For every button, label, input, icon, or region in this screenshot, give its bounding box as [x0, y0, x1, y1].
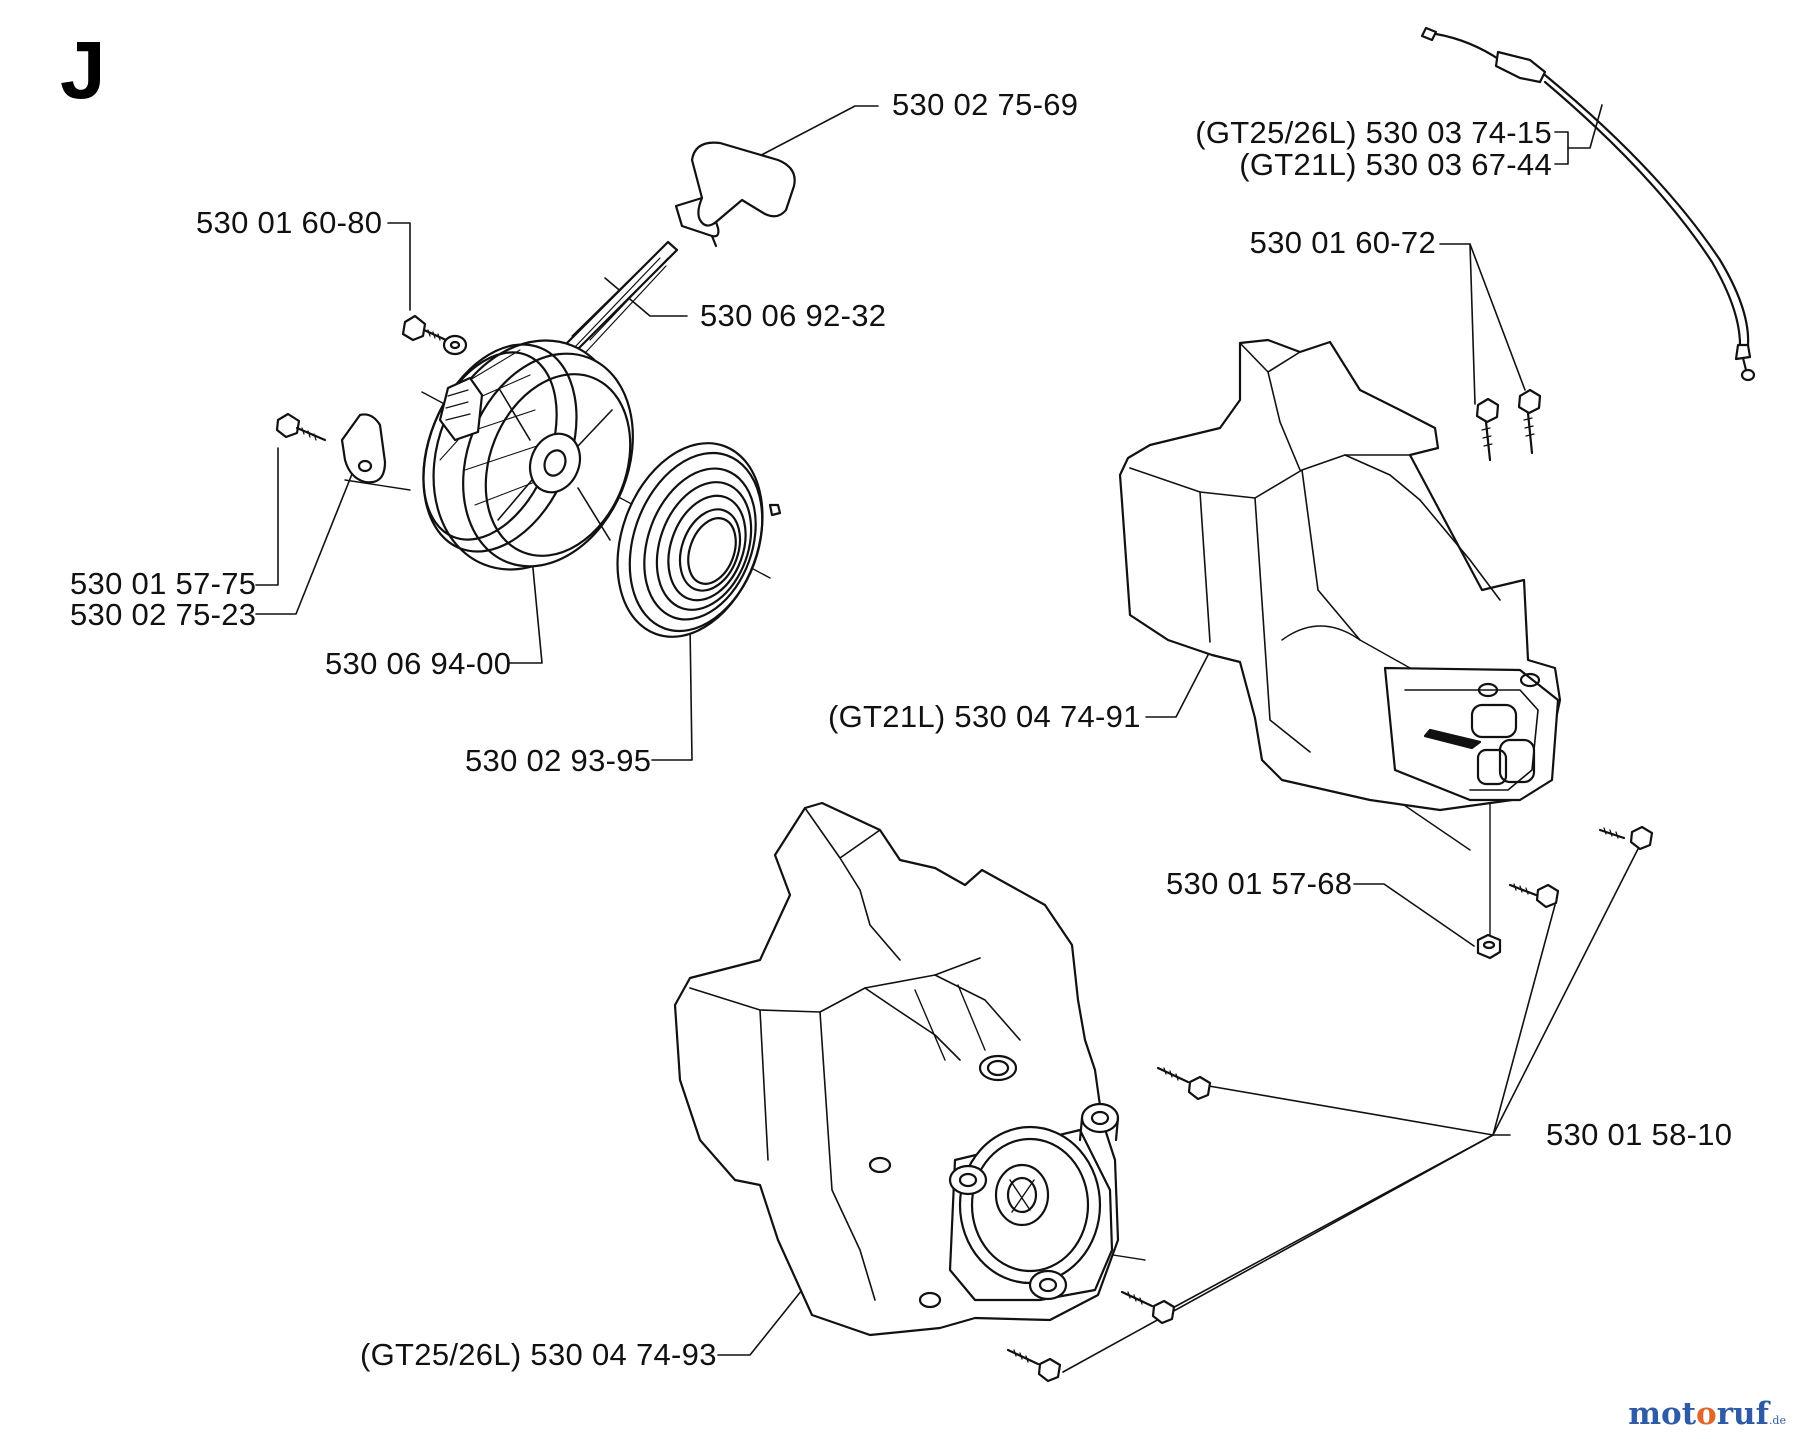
label-starter-rope: 530 06 92-32 [700, 298, 887, 333]
label-guide-plate: 530 02 75-23 [70, 597, 257, 632]
small-screws-right-drawing [1476, 825, 1654, 960]
section-letter: J [60, 25, 106, 116]
throttle-cable-drawing [1420, 26, 1756, 382]
screw-washer-drawing [401, 314, 468, 356]
label-nut: 530 01 57-68 [1166, 866, 1353, 901]
label-screw-small: 530 01 57-75 [70, 566, 257, 601]
label-screws-cover: 530 01 58-10 [1546, 1117, 1733, 1152]
label-rope-pulley: 530 06 94-00 [325, 646, 512, 681]
label-cover-gt21: (GT21L) 530 04 74-91 [828, 699, 1141, 734]
recoil-spring-drawing [616, 442, 782, 638]
label-cover-screws-top: 530 01 60-72 [1249, 225, 1436, 260]
watermark-logo: motoruf.de [1628, 1396, 1786, 1432]
label-recoil-spring: 530 02 93-95 [465, 743, 652, 778]
screws-cover-drawing [1006, 1066, 1212, 1383]
label-screw-washer: 530 01 60-80 [196, 205, 383, 240]
cover-screws-top-drawing [1475, 388, 1542, 462]
pull-handle-drawing [674, 141, 796, 248]
label-throttle-cable-gt25: (GT25/26L) 530 03 74-15 [1195, 115, 1552, 150]
label-throttle-cable-gt21: (GT21L) 530 03 67-44 [1239, 147, 1552, 182]
label-cover-gt25: (GT25/26L) 530 04 74-93 [360, 1337, 717, 1372]
cover-gt25-drawing [673, 801, 1120, 1337]
leader-lines [255, 104, 1641, 1373]
cover-gt21-drawing [1118, 338, 1562, 812]
label-pull-handle: 530 02 75-69 [892, 87, 1079, 122]
guide-plate-drawing [275, 412, 387, 484]
rope-pulley-drawing [422, 339, 634, 571]
